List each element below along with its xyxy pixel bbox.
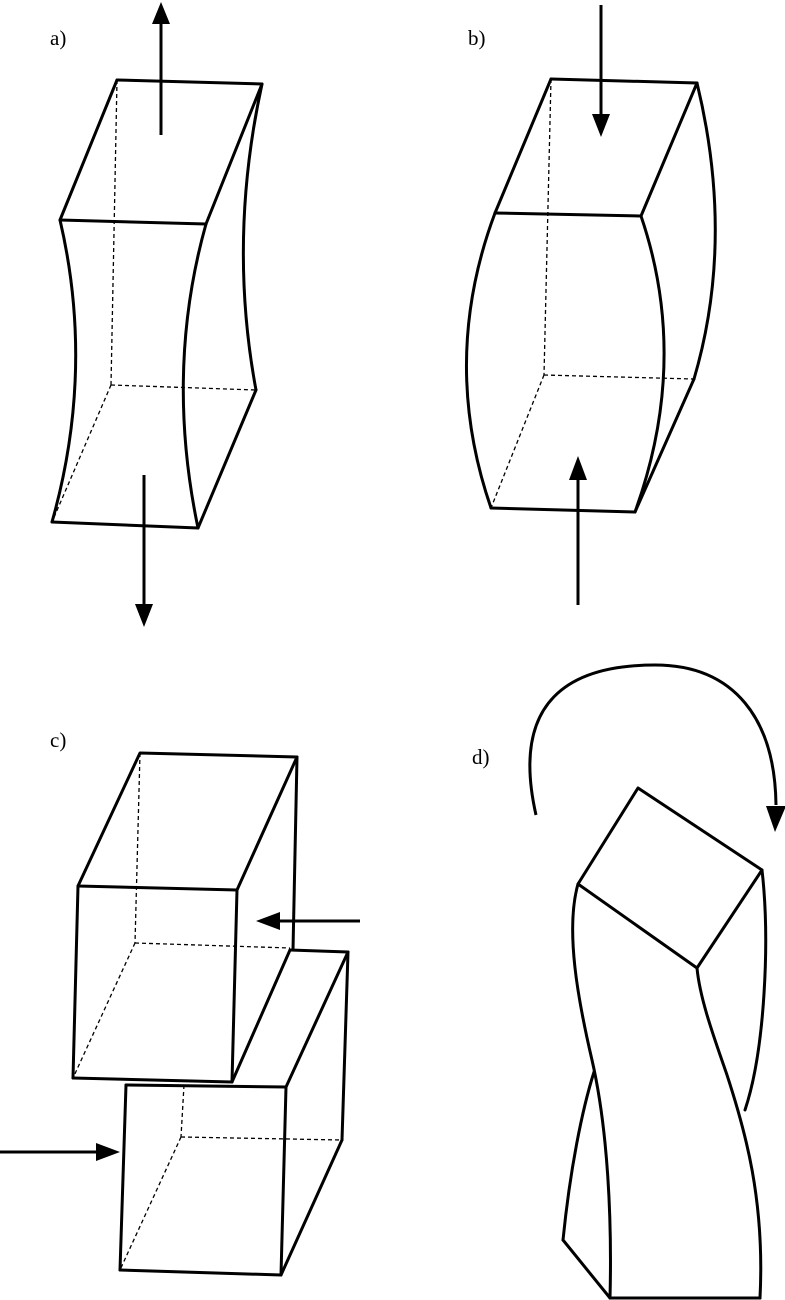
lower-block (118, 948, 350, 1277)
panel-a-tension: a) (50, 2, 264, 627)
twisted-bar (561, 786, 768, 1300)
hidden-edges (490, 78, 695, 509)
tension-arrow-down (135, 475, 153, 627)
hidden-edges (51, 79, 257, 523)
shear-arrow-left (256, 912, 360, 930)
shear-arrow-right (0, 1143, 120, 1161)
panel-d-torsion: d) (472, 663, 785, 1300)
block-outline (50, 78, 264, 530)
panel-b-compression: b) (465, 5, 717, 605)
panel-c-label: c) (50, 728, 66, 752)
compression-arrow-down (592, 5, 610, 137)
tension-arrow-up (152, 2, 170, 135)
panel-a-label: a) (50, 26, 66, 50)
block-outline (465, 77, 717, 514)
panel-d-label: d) (472, 745, 490, 769)
panel-b-label: b) (468, 26, 486, 50)
compression-arrow-up (569, 456, 587, 605)
upper-block (71, 751, 299, 1084)
torsion-rotation-arrow (528, 663, 785, 832)
panel-c-shear: c) (0, 728, 360, 1277)
